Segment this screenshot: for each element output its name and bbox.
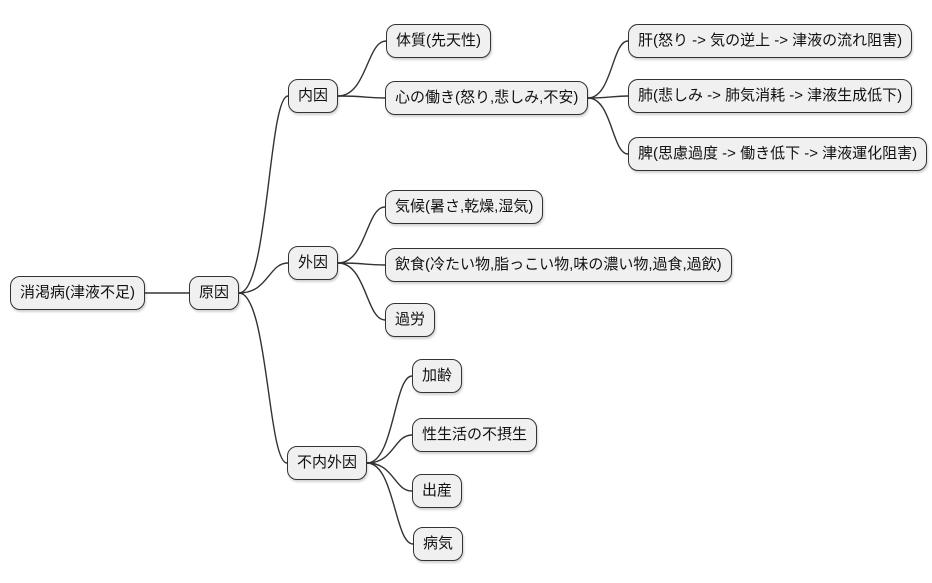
node-neither-internal-external: 不内外因 [287,446,368,480]
edge-line [366,462,413,492]
edge-line [366,375,413,464]
edge-line [337,262,386,266]
node-disease-root: 消渇病(津液不足) [10,276,145,310]
node-emotions: 心の働き(怒り,悲しみ,不安) [385,81,589,115]
node-childbirth: 出産 [412,474,463,508]
edge-line [587,95,629,99]
node-overwork: 過労 [385,303,436,337]
node-causes: 原因 [189,276,240,310]
edge-line [366,462,414,545]
node-liver: 肝(怒り -> 気の逆上 -> 津液の流れ阻害) [628,24,913,58]
node-aging: 加齢 [412,359,463,393]
node-spleen: 脾(思慮過度 -> 働き低下 -> 津液運化阻害) [628,137,928,171]
edge-line [337,40,387,97]
edge-line [587,97,629,155]
node-lung: 肺(悲しみ -> 肺気消耗 -> 津液生成低下) [628,79,913,113]
edge-line [337,206,386,264]
node-climate: 気候(暑さ,乾燥,湿気) [385,190,544,224]
edge-line [587,40,629,99]
edge-line [238,262,289,294]
edge-line [238,292,288,464]
edge-line [337,262,386,321]
edge-line [366,434,413,464]
node-sexual-life-excess: 性生活の不摂生 [412,418,538,452]
node-diet: 飲食(冷たい物,脂っこい物,味の濃い物,過食,過飲) [385,248,732,282]
node-illness: 病気 [413,527,464,561]
node-internal-factors: 内因 [288,79,339,113]
node-constitution: 体質(先天性) [386,24,491,58]
edge-line [238,95,289,294]
node-external-factors: 外因 [288,246,339,280]
edge-line [337,95,386,99]
